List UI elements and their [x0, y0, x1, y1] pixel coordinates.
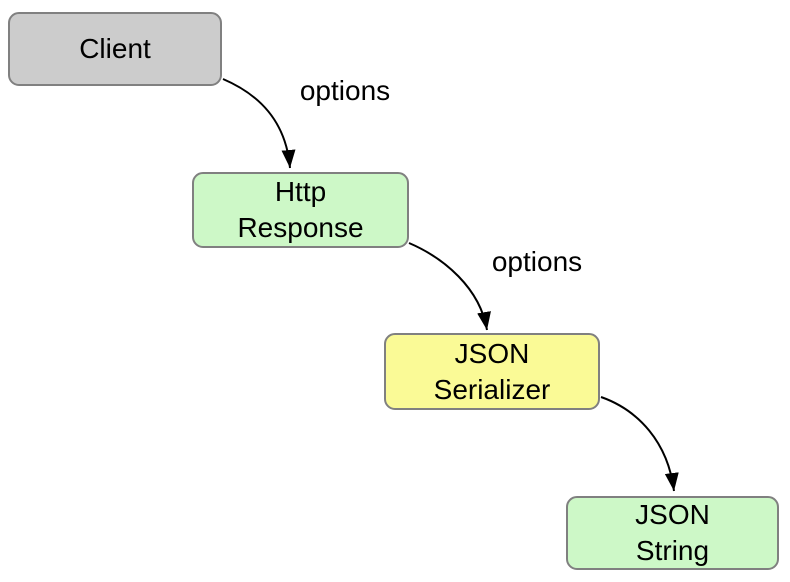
node-http-response: Http Response	[192, 172, 409, 248]
node-client: Client	[8, 12, 222, 86]
edge-http-response-to-json-serializer	[408, 242, 491, 331]
edge-client-to-http-response	[222, 78, 296, 169]
node-json-string: JSON String	[566, 496, 779, 570]
node-json-serializer: JSON Serializer	[384, 333, 600, 410]
edge-label-options-2: options	[491, 246, 583, 277]
edge-label-options-1: options	[299, 75, 391, 106]
edge-json-serializer-to-json-string	[600, 396, 679, 492]
